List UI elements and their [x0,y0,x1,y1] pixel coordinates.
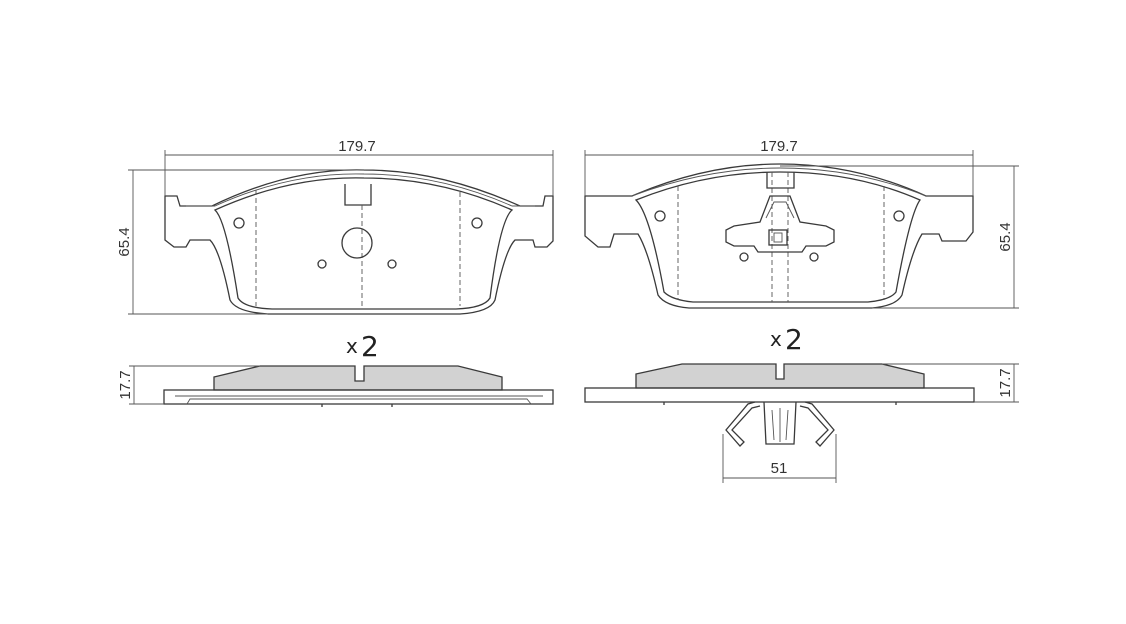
pad2-front-view [584,163,974,309]
pad1-friction-outline [213,177,514,310]
pad2-quantity-prefix: x [770,327,782,351]
pad2-friction-material [635,363,925,389]
pad1-backing-plate [164,169,554,315]
pad1-height-label: 65.4 [116,227,133,256]
pad1-center-notch [344,184,372,206]
pad2-height-label: 65.4 [997,222,1014,251]
pad2-height-dimension: 65.4 [780,165,1019,309]
pad2-thickness-dimension: 17.7 [882,363,1019,403]
pad1-side-view [163,365,554,407]
pad1-friction-material [213,365,503,391]
pad2-thickness-label: 17.7 [997,368,1014,397]
pad2-backing-plate-side [584,387,975,403]
pad1-backing-plate-side [163,389,554,405]
pad2-quantity-count: 2 [785,323,803,356]
pad1-quantity-prefix: x [346,334,358,358]
pad1-thickness-label: 17.7 [117,370,134,399]
pad1-height-dimension: 65.4 [116,169,364,315]
pad2-clip-side [725,401,835,447]
pad1-width-dimension: 179.7 [164,138,554,196]
pad2-backing-plate [584,163,974,309]
pad2-side-view [584,363,975,447]
pad2-width-label: 179.7 [760,138,798,155]
pad2-clip-front [725,195,835,253]
clip-width-label: 51 [771,460,788,477]
pad2-friction-outline [634,171,921,303]
pad1-thickness-dimension: 17.7 [117,365,260,405]
pad2-quantity: x 2 [770,323,803,356]
pad1-quantity-count: 2 [361,330,379,363]
pad1-quantity: x 2 [346,330,379,363]
pad1-center-hole [341,227,373,259]
pad1-front-view [164,169,554,315]
pad2-width-dimension: 179.7 [584,138,974,196]
pad1-width-label: 179.7 [338,138,376,155]
clip-width-dimension: 51 [722,434,837,483]
